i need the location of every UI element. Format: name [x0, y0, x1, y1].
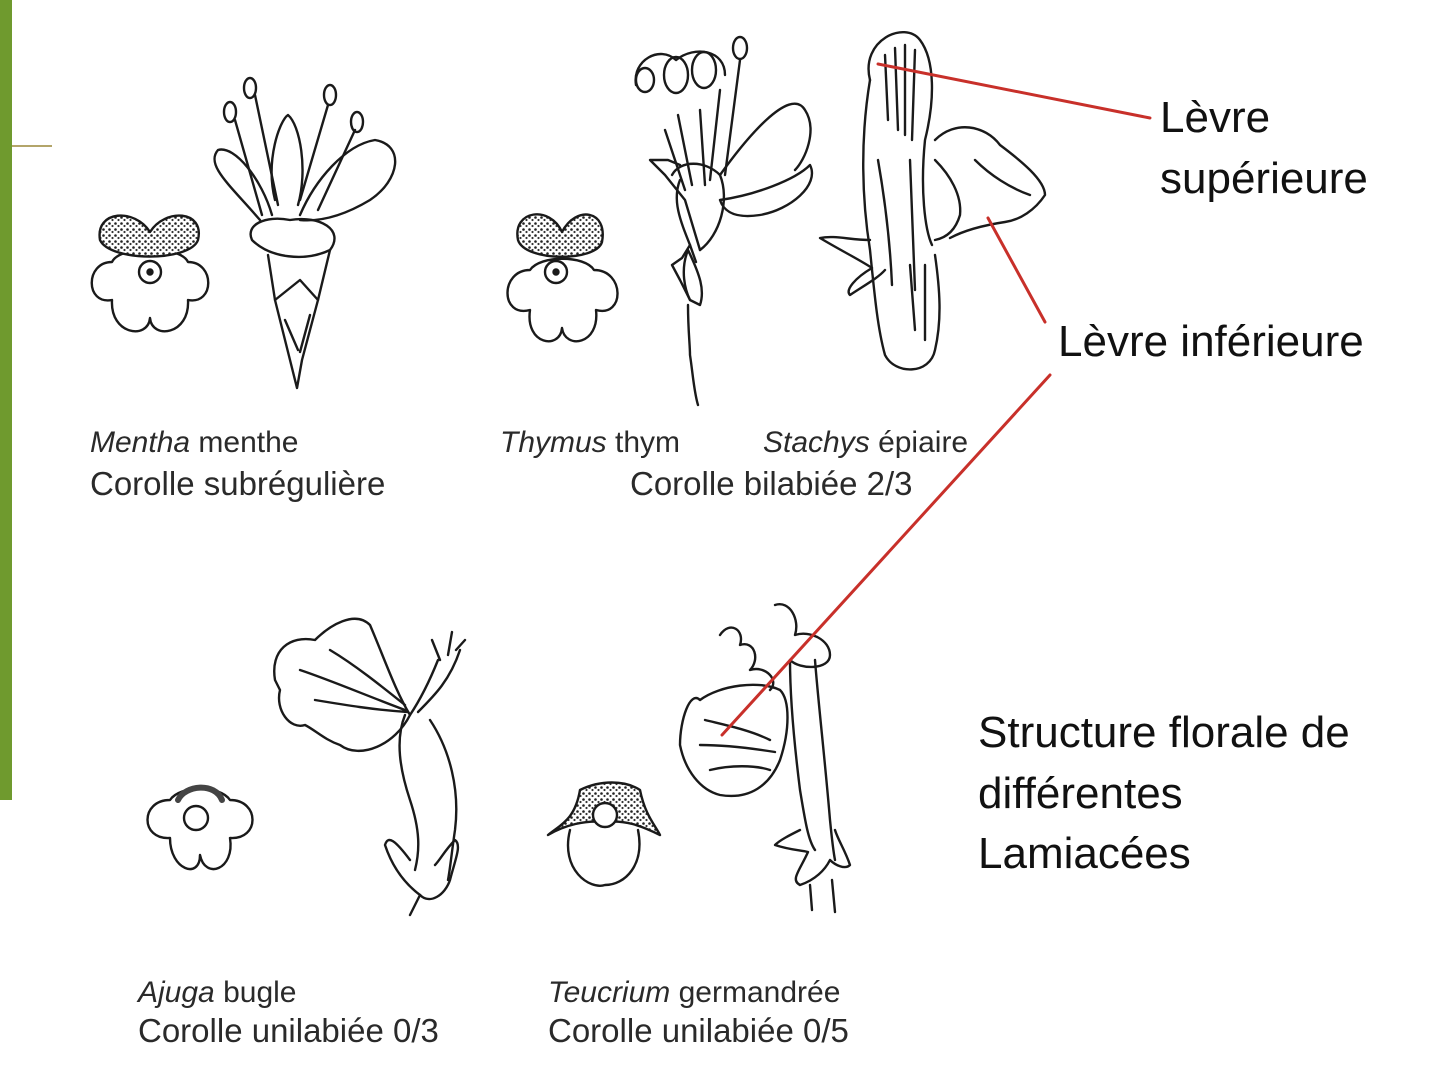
mentha-flower-drawing	[213, 76, 397, 390]
stachys-caption: Stachys épiaire	[763, 426, 968, 460]
teucrium-caption: Teucrium germandrée	[548, 976, 840, 1010]
figure-title-line2: différentes	[978, 768, 1183, 818]
teucrium-corolla-type: Corolle unilabiée 0/5	[548, 1012, 849, 1049]
thymus-common: thym	[615, 426, 681, 459]
mentha-caption: Mentha menthe	[90, 426, 299, 460]
thymus-caption: Thymus thym	[500, 426, 680, 460]
stachys-common: épiaire	[878, 426, 969, 459]
upper-lip-line2: supérieure	[1160, 153, 1368, 203]
upper-lip-line1: Lèvre	[1160, 93, 1271, 142]
ajuga-common: bugle	[223, 976, 297, 1009]
thymus-stachys-corolla-type: Corolle bilabiée 2/3	[630, 465, 913, 502]
stachys-genus: Stachys	[763, 426, 870, 459]
thymus-genus: Thymus	[500, 426, 607, 459]
lower-lip-pointer-line-stachys	[986, 216, 1047, 324]
teucrium-floral-diagram	[546, 781, 662, 887]
mentha-common: menthe	[198, 426, 299, 459]
teucrium-genus: Teucrium	[548, 976, 671, 1009]
ajuga-flower-drawing	[273, 617, 467, 917]
upper-lip-pointer-line	[876, 62, 1152, 120]
thymus-floral-diagram	[506, 213, 619, 343]
figure-title-line1: Structure florale de	[978, 708, 1350, 757]
mentha-floral-diagram	[90, 214, 210, 333]
ajuga-genus: Ajuga	[138, 976, 215, 1009]
thymus-flower-drawing	[634, 35, 814, 407]
teucrium-flower-drawing	[678, 603, 852, 914]
ajuga-caption: Ajuga bugle	[138, 976, 296, 1010]
slide-green-bar	[0, 0, 12, 800]
ajuga-floral-diagram	[146, 784, 254, 871]
mentha-genus: Mentha	[90, 426, 191, 459]
lower-lip-pointer-line-teucrium	[720, 373, 1052, 737]
upper-lip-callout: Lèvre supérieure	[1160, 88, 1368, 209]
stachys-flower-drawing	[818, 30, 1047, 371]
figure-title: Structure florale de différentes Lamiacé…	[978, 703, 1350, 885]
lower-lip-callout: Lèvre inférieure	[1058, 317, 1364, 366]
mentha-corolla-type: Corolle subrégulière	[90, 465, 386, 502]
ajuga-corolla-type: Corolle unilabiée 0/3	[138, 1012, 439, 1049]
figure-title-line3: Lamiacées	[978, 829, 1191, 879]
teucrium-common: germandrée	[678, 976, 841, 1009]
